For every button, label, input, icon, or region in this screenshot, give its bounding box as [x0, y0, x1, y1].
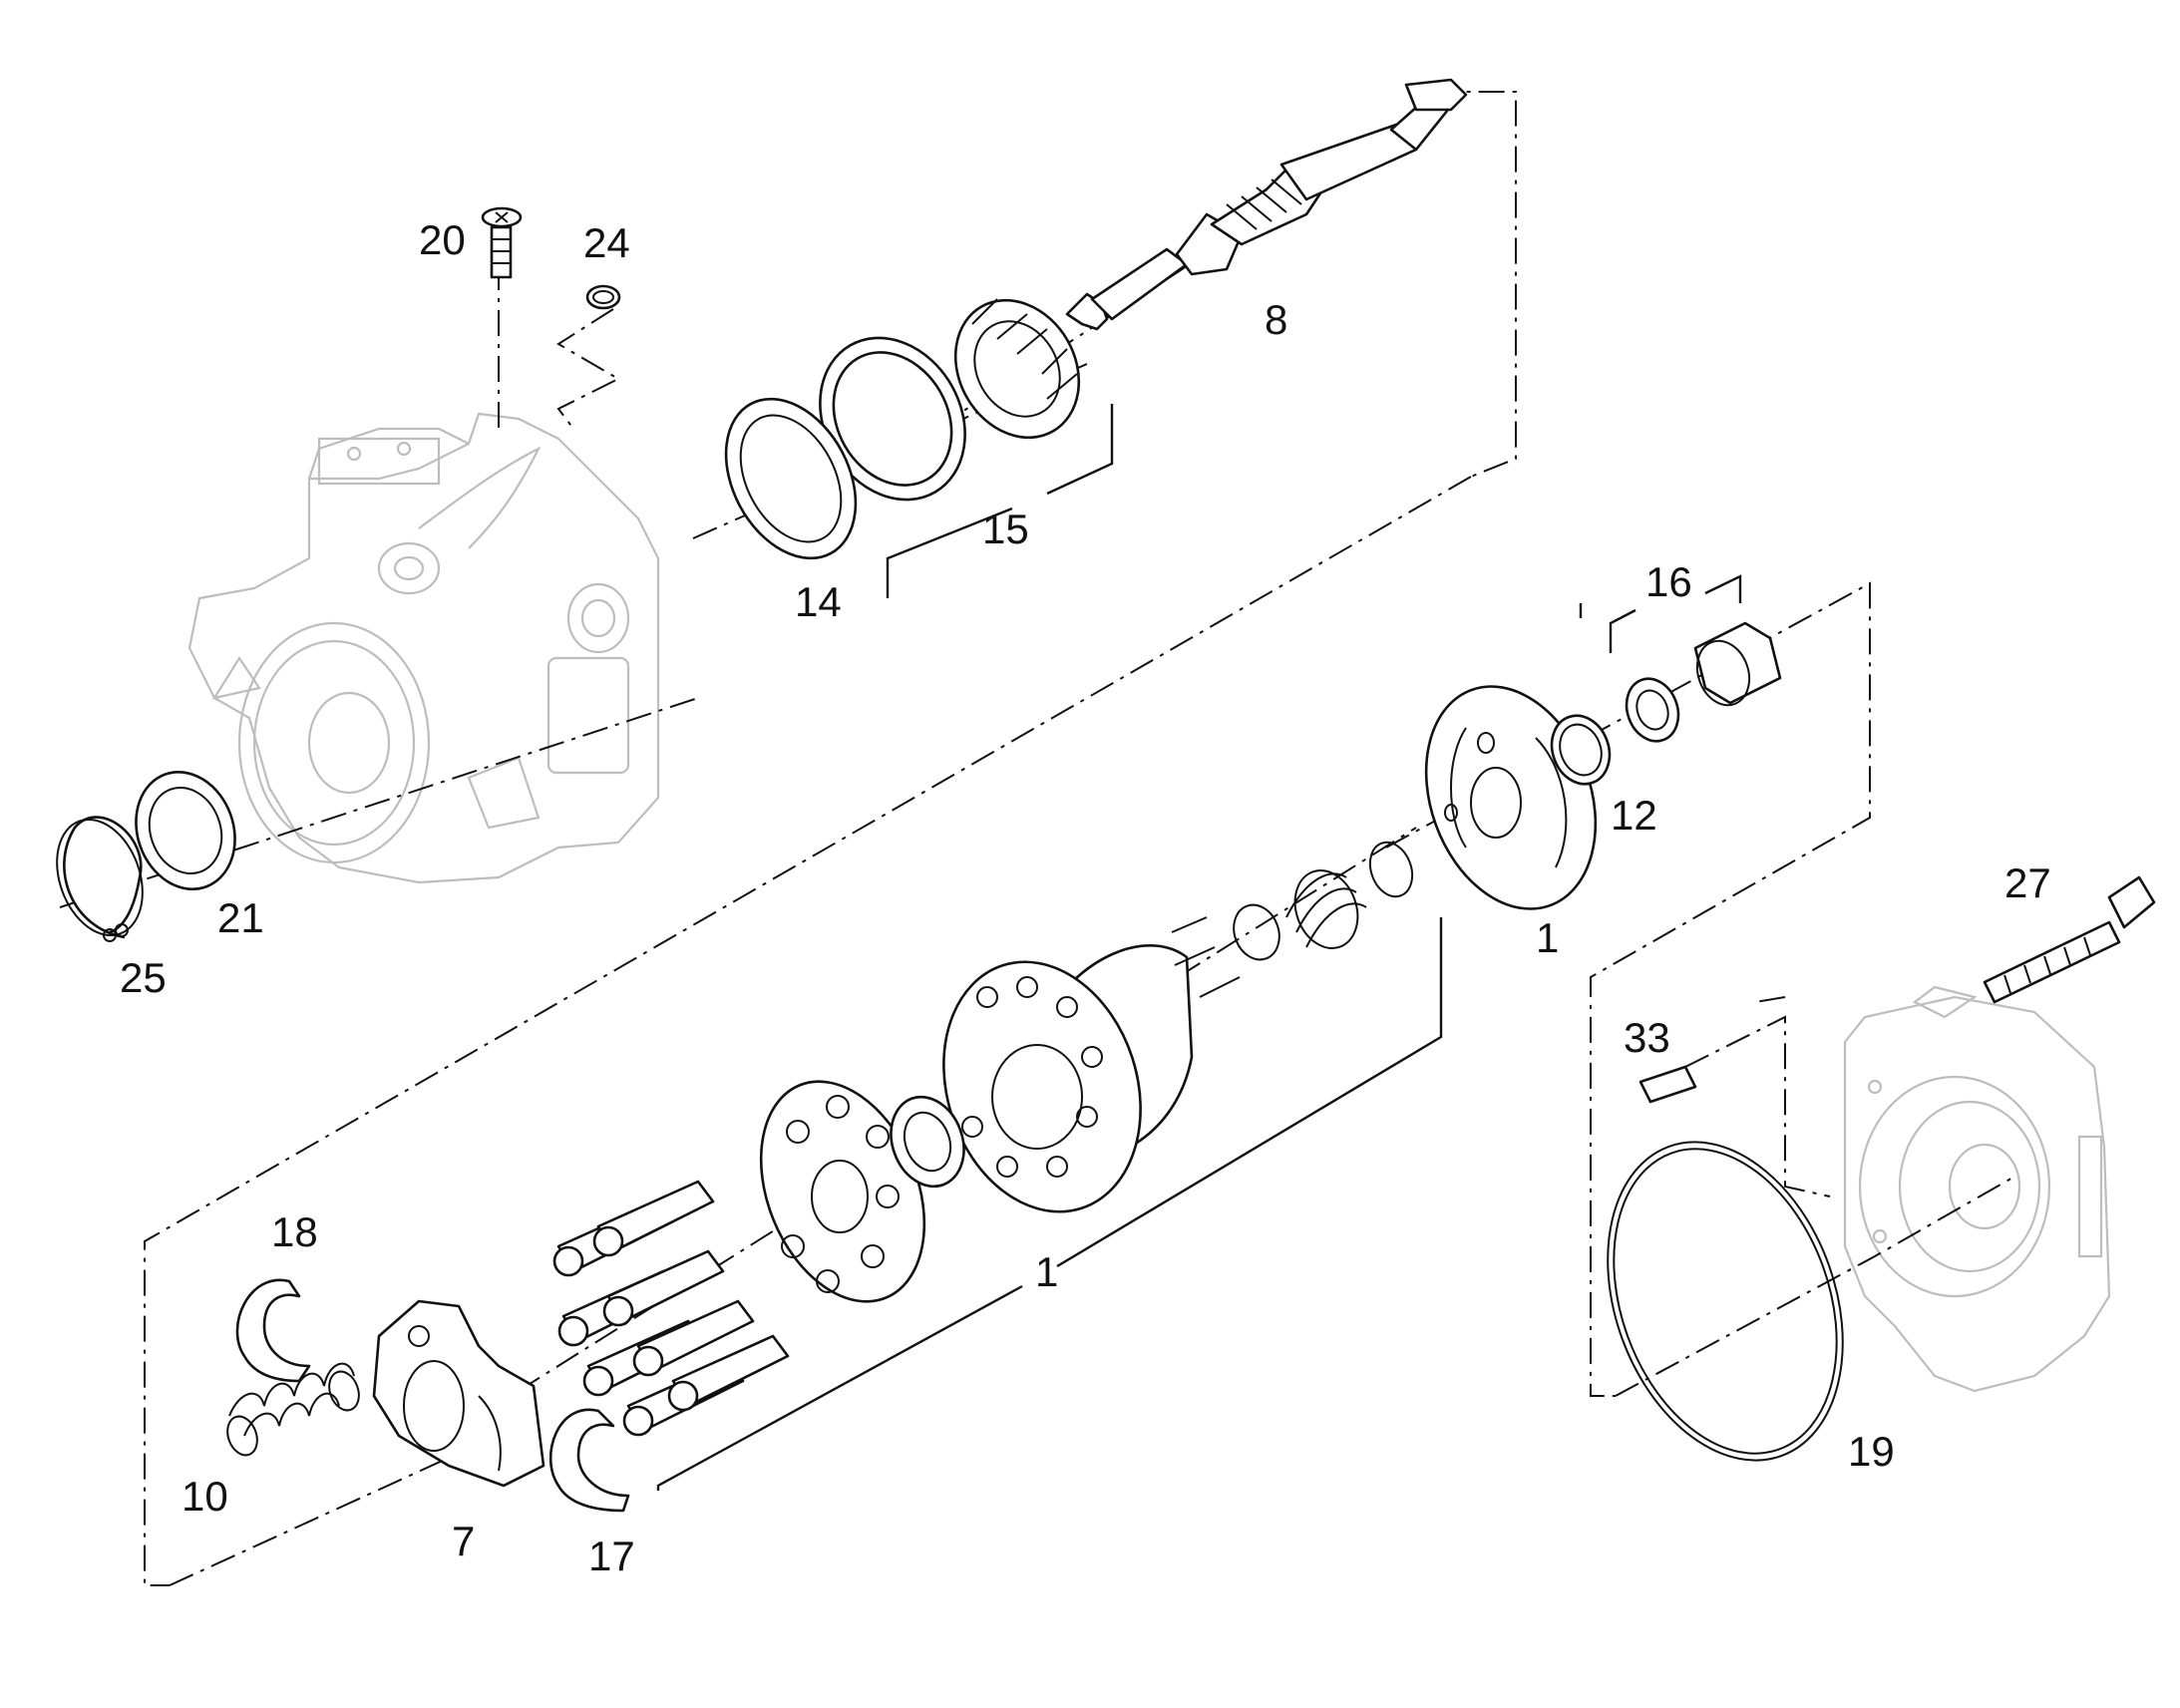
part-19-screw: [481, 206, 523, 279]
part-10-spring: [226, 1362, 360, 1457]
part-20-bearing-ring: [135, 770, 236, 891]
callout-labels: 20 24 8 15 14 16 12 1 21 25 27 33 1 18 1…: [120, 216, 2051, 1579]
part-15-bearing: [819, 298, 1081, 502]
callout-27: 27: [2004, 859, 2051, 906]
callout-33: 33: [1624, 1014, 1670, 1061]
callout-1b: 1: [1035, 1248, 1058, 1295]
part-17-half-bearing: [548, 1408, 630, 1513]
callout-15: 15: [982, 506, 1029, 552]
retainer-plate: [759, 1080, 965, 1303]
callout-21: 19: [1848, 1428, 1895, 1475]
spring-assembly: [1171, 841, 1414, 998]
cylinder-block: [942, 944, 1194, 1213]
pump-housing-outline: [187, 412, 660, 884]
callout-12: 12: [1611, 792, 1657, 839]
callout-7: 7: [452, 1518, 475, 1564]
part-12-ring: [1550, 714, 1612, 786]
part-1-valve-plate: [1424, 685, 1598, 910]
part-25-snap-ring: [56, 816, 144, 942]
callout-17: 17: [588, 1533, 635, 1579]
callout-10: 10: [182, 1473, 228, 1520]
part-8-shaft: [1065, 78, 1468, 331]
rear-cover-outline: [1843, 985, 2111, 1393]
part-7-swashplate: [372, 1299, 545, 1488]
callout-16: 16: [1645, 558, 1692, 605]
pistons: [552, 1180, 790, 1437]
callout-1a: 1: [1536, 914, 1559, 961]
callout-14: 14: [795, 578, 842, 625]
part-16-bearing-set: [1625, 621, 1782, 743]
callout-19: 20: [419, 216, 466, 263]
callout-25: 25: [120, 954, 167, 1001]
callout-20: 21: [217, 894, 264, 941]
part-24-clip: [585, 284, 621, 310]
callout-8: 8: [1265, 296, 1287, 343]
callout-18: 18: [271, 1208, 318, 1255]
brackets: [656, 404, 1742, 1491]
part-33-pin: [1638, 1065, 1697, 1104]
part-27-bolt: [1983, 875, 2156, 1004]
callout-24: 24: [583, 219, 630, 266]
part-21-o-ring: [1607, 1141, 1844, 1462]
part-18-half-bearing: [235, 1278, 311, 1383]
part-14-washer: [724, 397, 858, 560]
